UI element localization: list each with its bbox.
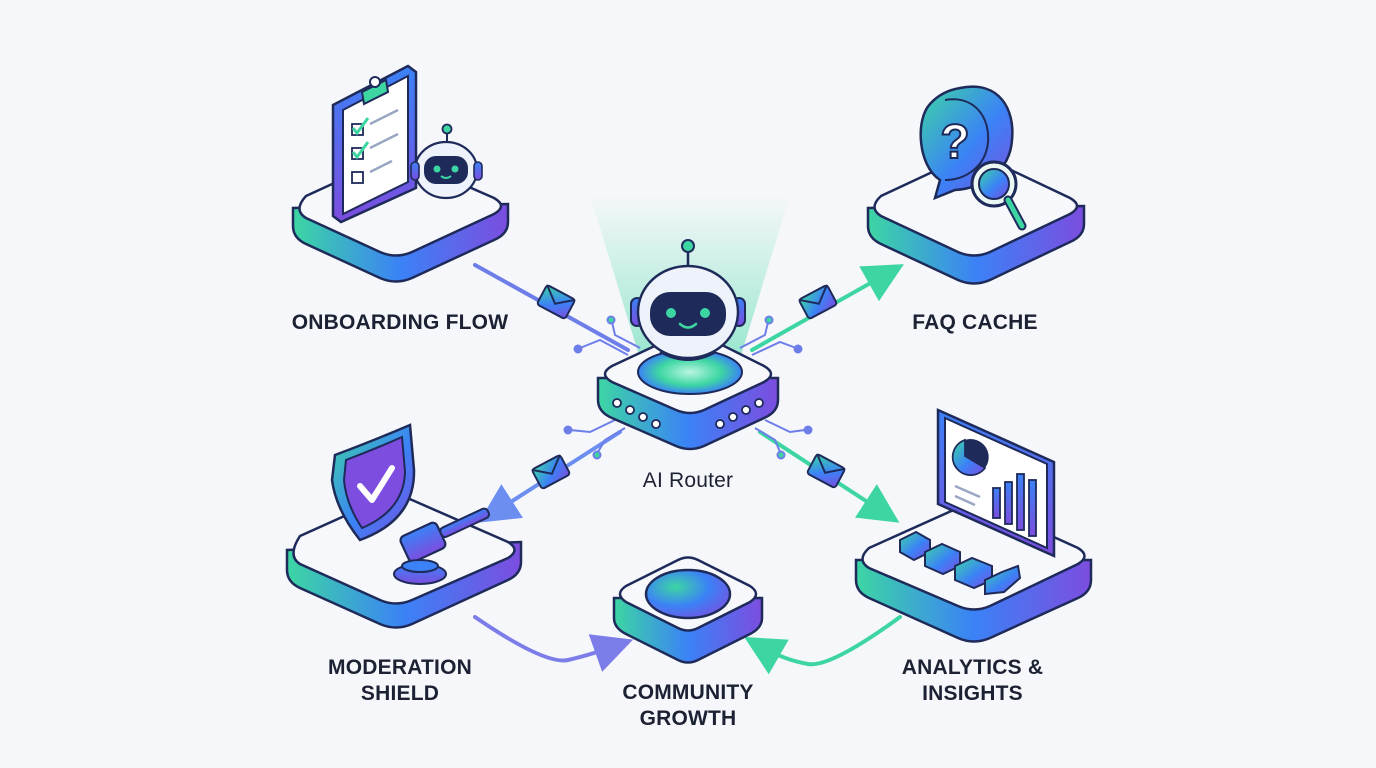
router-port-lights bbox=[612, 398, 764, 429]
analytics-insights-label-line1: ANALYTICS & bbox=[901, 656, 1044, 679]
moderation-shield-label: MODERATION SHIELD bbox=[310, 655, 490, 707]
message-envelopes bbox=[531, 284, 846, 490]
circuit-traces bbox=[563, 315, 813, 460]
community-growth-label: COMMUNITY GROWTH bbox=[598, 680, 778, 732]
envelope-icon bbox=[531, 454, 571, 490]
dashboard-chart-icon bbox=[899, 408, 1056, 596]
envelope-icon bbox=[536, 284, 576, 320]
community-growth-label-line1: COMMUNITY bbox=[622, 681, 754, 704]
ai-router-label: AI Router bbox=[642, 469, 734, 492]
svg-text:?: ? bbox=[940, 116, 969, 169]
analytics-insights-label: ANALYTICS & INSIGHTS bbox=[875, 655, 1070, 707]
moderation-shield-label-line1: MODERATION bbox=[328, 656, 472, 679]
analytics-insights-label-line2: INSIGHTS bbox=[922, 682, 1023, 705]
router-robot-icon bbox=[630, 239, 746, 361]
node-faq: ? bbox=[866, 85, 1086, 285]
helper-robot-icon bbox=[410, 123, 483, 200]
node-moderation bbox=[285, 423, 523, 629]
node-community bbox=[612, 556, 764, 664]
moderation-shield-label-line2: SHIELD bbox=[360, 682, 440, 705]
orb-icon bbox=[644, 568, 732, 620]
onboarding-flow-label: ONBOARDING FLOW bbox=[291, 311, 509, 334]
community-growth-label-line2: GROWTH bbox=[639, 707, 737, 730]
question-bubble-magnifier-icon: ? bbox=[919, 85, 1027, 231]
node-onboarding bbox=[291, 64, 510, 283]
arrow-moderation-to-community bbox=[473, 615, 634, 672]
envelope-icon bbox=[798, 284, 838, 320]
node-analytics bbox=[854, 408, 1093, 643]
shield-gavel-icon bbox=[330, 423, 490, 585]
envelope-icon bbox=[806, 453, 846, 489]
arrow-analytics-to-community bbox=[744, 615, 902, 675]
ai-router-hub bbox=[563, 195, 813, 460]
faq-cache-label: FAQ CACHE bbox=[912, 311, 1038, 334]
clipboard-checklist-icon bbox=[331, 64, 418, 224]
